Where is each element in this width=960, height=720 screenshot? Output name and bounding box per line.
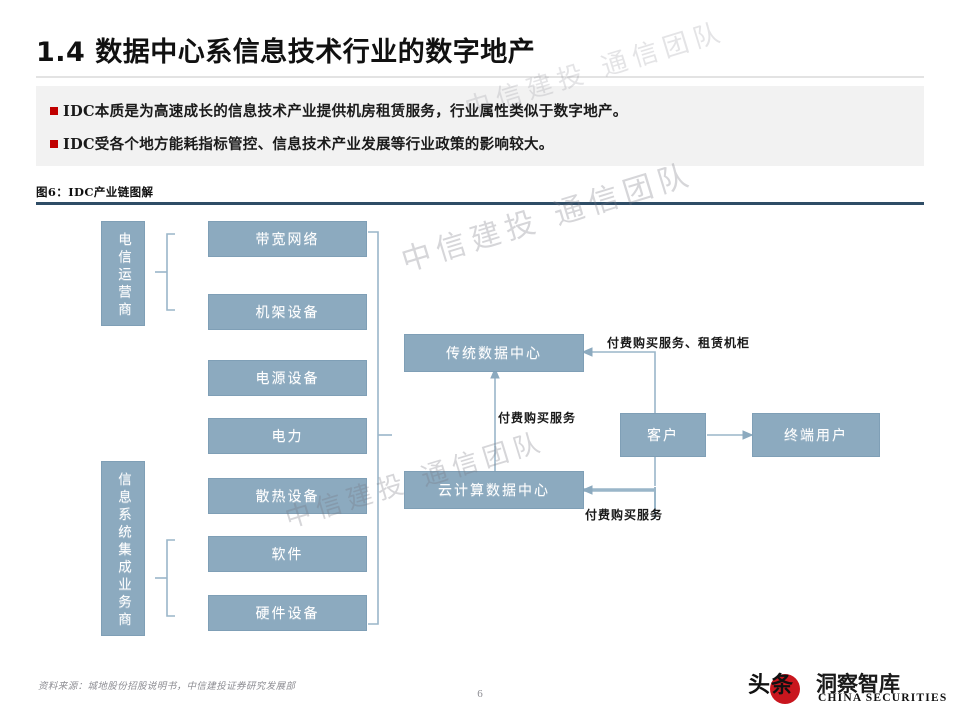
chain-node-power-equipment: 电源设备 [208,360,367,396]
toutiao-logo: 头条 [748,668,828,704]
bullet-item: IDC受各个地方能耗指标管控、信息技术产业发展等行业政策的影响较大。 [50,133,554,154]
chain-node-rack-equipment: 机架设备 [208,294,367,330]
bullet-text: IDC受各个地方能耗指标管控、信息技术产业发展等行业政策的影响较大。 [63,136,554,153]
chain-node-customer: 客户 [620,413,706,457]
chain-node-end-user: 终端用户 [752,413,880,457]
source-note: 资料来源：城地股份招股说明书，中信建投证券研究发展部 [38,681,296,692]
figure-caption: 图6：IDC产业链图解 [36,185,154,199]
chain-node-cooling-equipment: 散热设备 [208,478,367,514]
summary-panel: IDC本质是为高速成长的信息技术产业提供机房租赁服务，行业属性类似于数字地产。 … [36,86,924,166]
group-box-telecom-operator: 电信运营商 [101,221,145,326]
diagram-connectors [155,231,754,625]
square-bullet-icon [50,139,58,148]
edge-label-pay-for-service-upper: 付费购买服务 [498,411,577,425]
chain-node-traditional-data-center: 传统数据中心 [404,334,584,372]
bullet-item: IDC本质是为高速成长的信息技术产业提供机房租赁服务，行业属性类似于数字地产。 [50,100,628,121]
title-divider [36,76,924,78]
idc-value-chain-diagram: 电信运营商 信息系统集成业务商 带宽网络 机架设备 电源设备 电力 散热设备 软… [0,206,960,666]
china-securities-logo: 洞察智库 CHINA SECURITIES [816,668,952,708]
toutiao-seal-icon [770,674,800,704]
chain-node-hardware-equipment: 硬件设备 [208,595,367,631]
brand-name-cn: 洞察智库 [816,672,900,696]
edge-label-pay-and-rent-cabinet: 付费购买服务、租赁机柜 [607,336,751,350]
footer-logos: 头条 洞察智库 CHINA SECURITIES [748,666,953,712]
edge-label-pay-for-service-lower: 付费购买服务 [585,508,664,522]
group-box-system-integrator: 信息系统集成业务商 [101,461,145,636]
page-number: 6 [477,688,483,700]
square-bullet-icon [50,106,58,115]
chain-node-cloud-data-center: 云计算数据中心 [404,471,584,509]
page-title: 1.4 数据中心系信息技术行业的数字地产 [36,37,536,68]
figure-divider [36,202,924,205]
toutiao-logo-text: 头条 [748,673,795,698]
brand-name-en: CHINA SECURITIES [818,692,948,704]
bullet-text: IDC本质是为高速成长的信息技术产业提供机房租赁服务，行业属性类似于数字地产。 [63,103,628,120]
chain-node-software: 软件 [208,536,367,572]
chain-node-bandwidth-network: 带宽网络 [208,221,367,257]
chain-node-electricity: 电力 [208,418,367,454]
